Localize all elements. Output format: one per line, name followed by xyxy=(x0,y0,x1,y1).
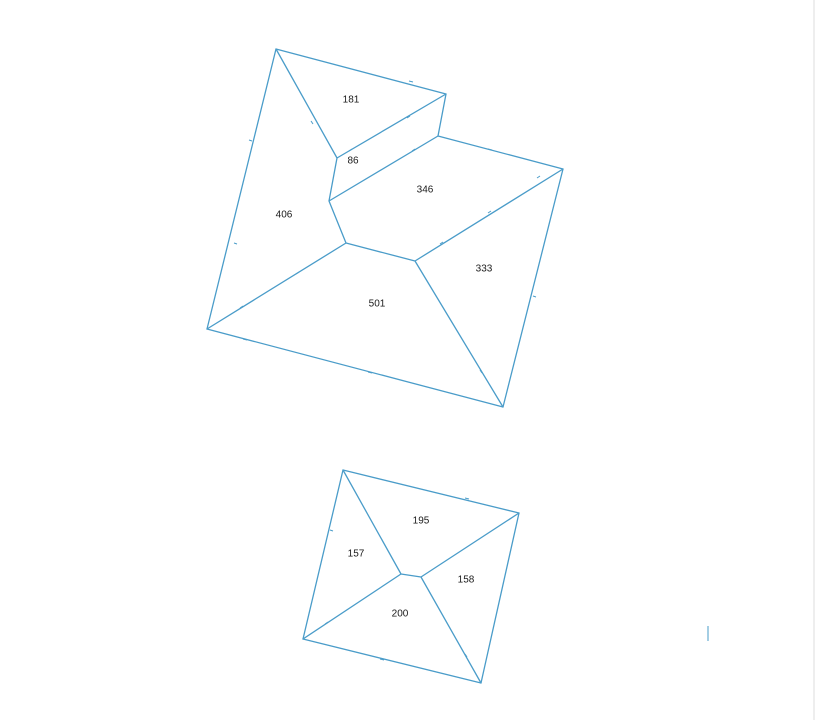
large-roof xyxy=(206,48,564,408)
facet-label-501: 501 xyxy=(369,299,386,310)
facet-label-86: 86 xyxy=(347,156,359,167)
large-roof-ridges xyxy=(206,48,564,408)
large-roof-outline xyxy=(206,48,564,408)
small-roof xyxy=(302,469,520,684)
viewport-edge xyxy=(813,0,815,720)
facet-label-346: 346 xyxy=(417,185,434,196)
facet-label-181: 181 xyxy=(343,95,360,106)
facet-label-157: 157 xyxy=(348,549,365,560)
facet-label-406: 406 xyxy=(276,210,293,221)
facet-label-200: 200 xyxy=(392,609,409,620)
facet-label-195: 195 xyxy=(413,516,430,527)
facet-label-158: 158 xyxy=(458,575,475,586)
facet-label-333: 333 xyxy=(476,264,493,275)
large-roof-edge-ticks xyxy=(233,80,541,374)
small-roof-ridges xyxy=(302,469,520,684)
facet-labels: 181 86 406 346 333 501 195 157 158 200 xyxy=(276,95,493,620)
small-roof-edge-ticks xyxy=(324,497,470,661)
small-roof-outline xyxy=(302,469,520,684)
